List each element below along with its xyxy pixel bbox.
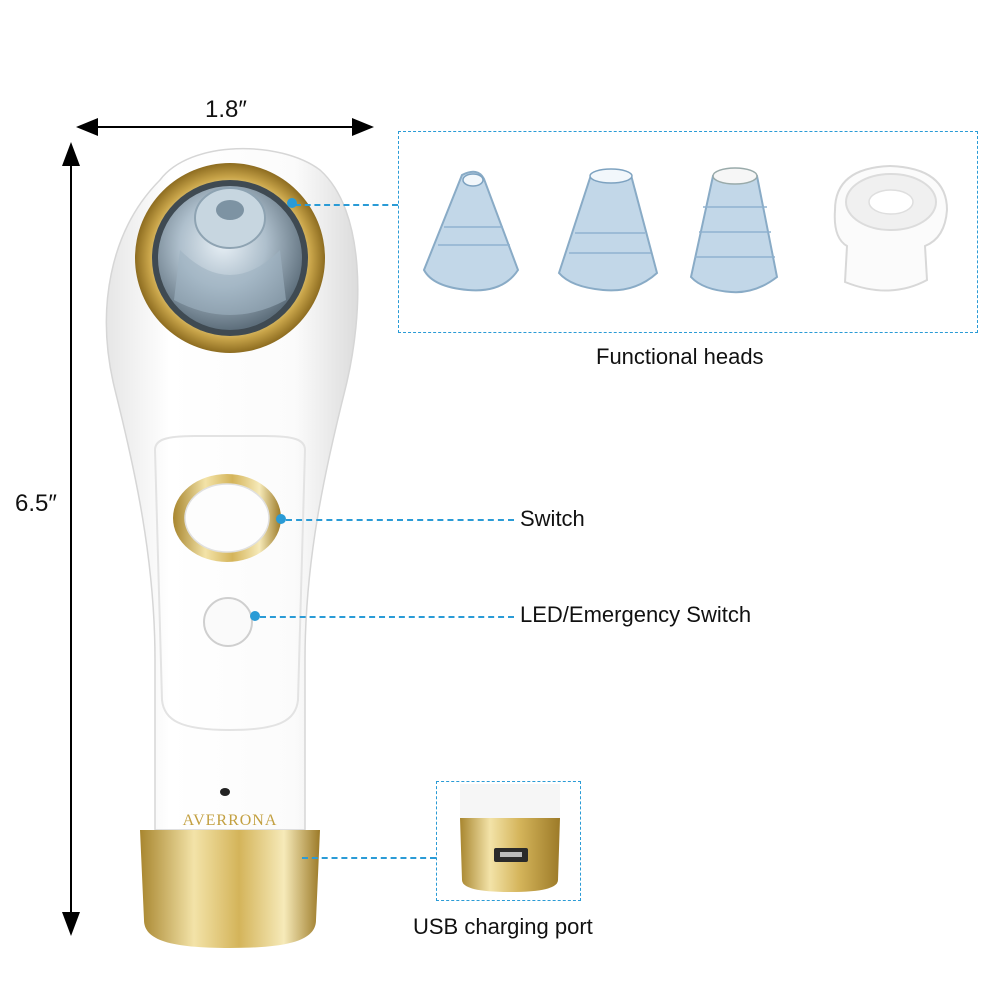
- switch-callout-dot: [276, 514, 286, 524]
- usb-port-closeup: [460, 784, 560, 892]
- functional-heads-box: [398, 131, 978, 333]
- small-hole-head-icon: [422, 170, 520, 292]
- switch-callout-line: [286, 519, 514, 521]
- switch-label: Switch: [520, 506, 585, 531]
- micro-crystal-head-icon: [689, 167, 779, 294]
- height-dimension-arrow: [62, 142, 80, 936]
- led-switch-callout-dot: [250, 611, 260, 621]
- functional-heads-label: Functional heads: [596, 344, 764, 369]
- usb-port-box: [436, 781, 581, 901]
- width-dimension-arrow: [76, 118, 374, 136]
- heads-callout-dot: [287, 198, 297, 208]
- oval-silicone-head-icon: [833, 164, 949, 292]
- svg-text:AVERRONA: AVERRONA: [183, 812, 278, 829]
- width-label: 1.8″: [205, 96, 247, 123]
- usb-port-label: USB charging port: [413, 914, 593, 939]
- led-switch-callout-line: [260, 616, 514, 618]
- height-label: 6.5″: [15, 490, 57, 517]
- blackhead-remover-device: AVERRONA: [105, 147, 359, 948]
- led-switch-label: LED/Emergency Switch: [520, 602, 752, 627]
- usb-callout-line: [302, 857, 436, 859]
- heads-callout-line: [295, 204, 398, 206]
- large-hole-head-icon: [557, 168, 659, 292]
